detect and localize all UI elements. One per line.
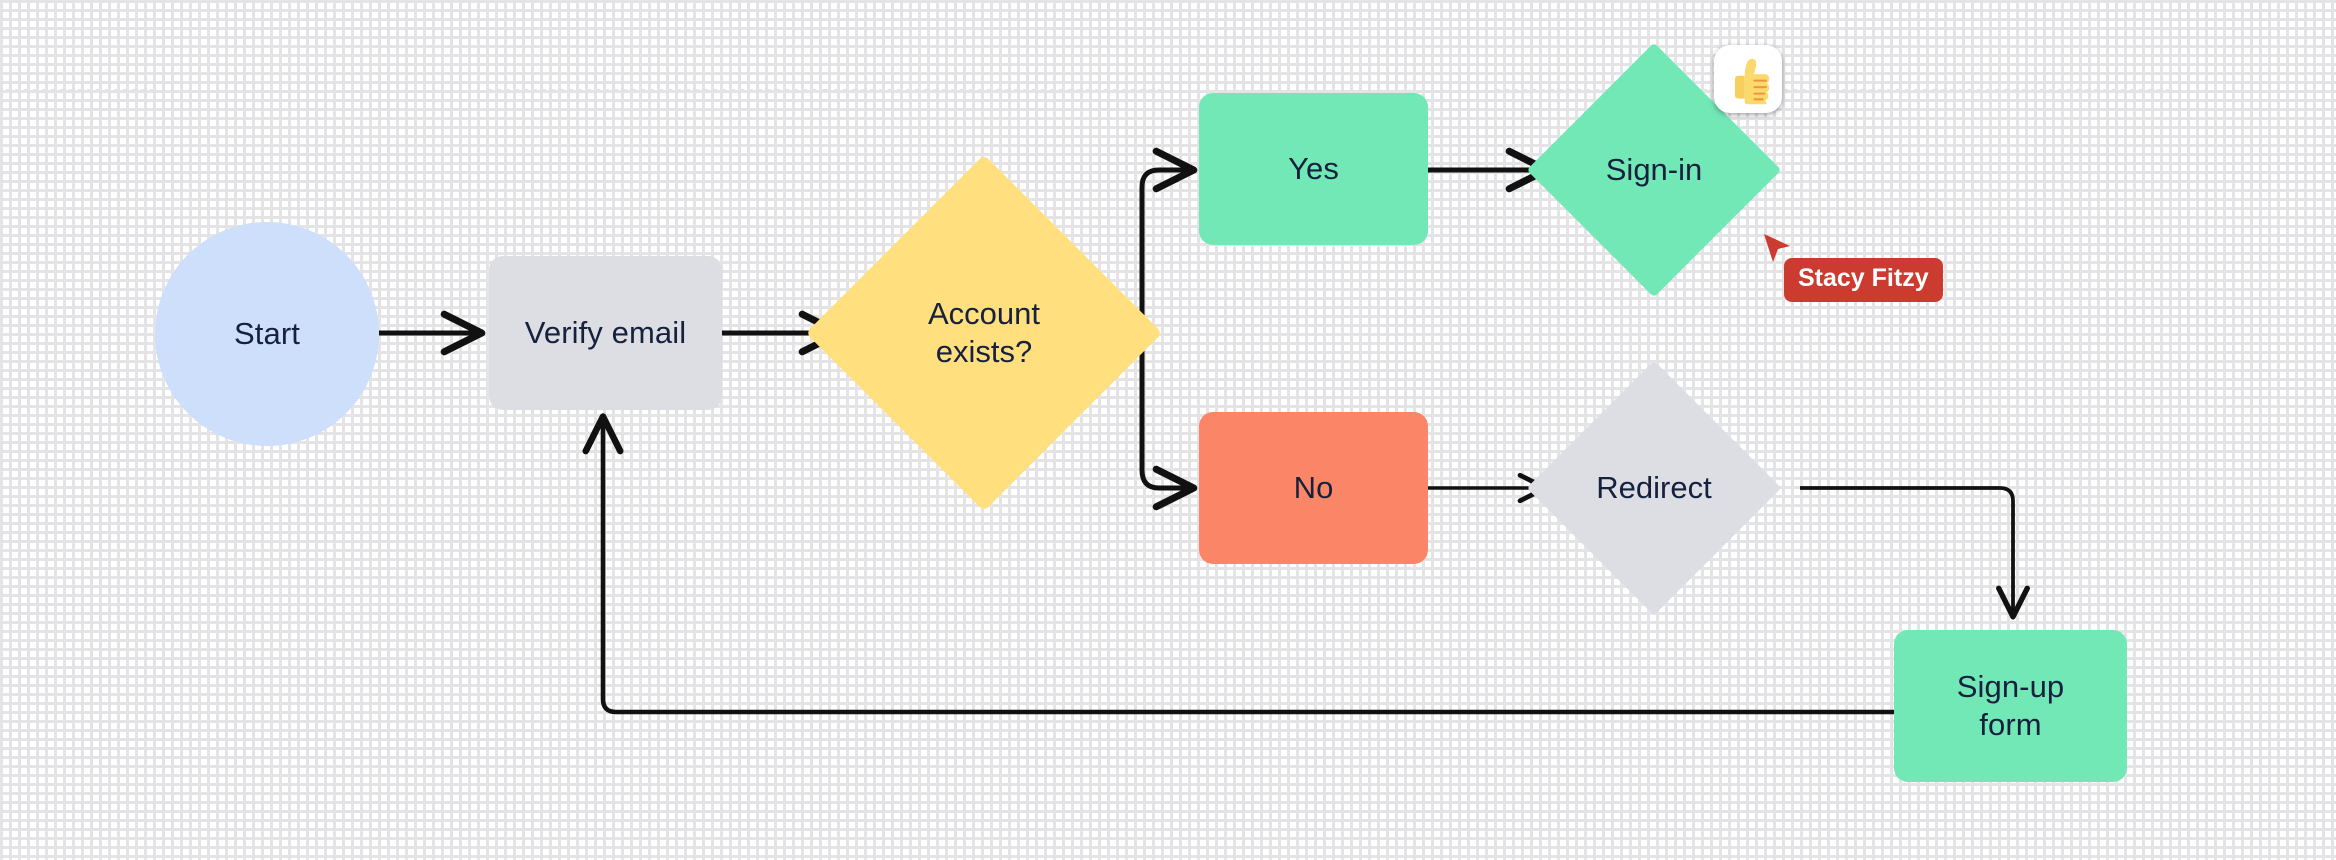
node-account-exists-label: Account exists? <box>927 296 1040 369</box>
edge-redirect-to-signup <box>1800 486 2030 620</box>
remote-cursor-name-label: Stacy Fitzy <box>1784 258 1943 302</box>
node-verify-email[interactable]: Verify email <box>489 256 722 410</box>
node-no[interactable]: No <box>1199 412 1428 564</box>
thumbs-up-emoji-sticker <box>1714 45 1782 113</box>
thumbs-up-icon <box>1735 58 1770 105</box>
node-start[interactable]: Start <box>155 222 379 446</box>
thumbs-up-emoji[interactable] <box>1711 42 1785 116</box>
node-verify-email-label: Verify email <box>524 315 687 351</box>
node-yes[interactable]: Yes <box>1199 93 1428 245</box>
edge-signup-to-verify-loop <box>582 413 1894 715</box>
node-yes-label: Yes <box>1288 151 1339 187</box>
node-signin[interactable]: Sign-in <box>1526 42 1782 298</box>
node-signin-label: Sign-in <box>1605 152 1703 188</box>
node-start-label: Start <box>234 316 300 352</box>
node-signup-form-label: Sign-up form <box>1956 669 2065 742</box>
remote-cursor: Stacy Fitzy <box>1762 232 1943 302</box>
node-redirect-label: Redirect <box>1596 470 1712 506</box>
node-no-label: No <box>1293 470 1334 506</box>
node-redirect[interactable]: Redirect <box>1526 360 1782 616</box>
node-account-exists[interactable]: Account exists? <box>805 154 1163 512</box>
node-signup-form[interactable]: Sign-up form <box>1894 630 2127 782</box>
